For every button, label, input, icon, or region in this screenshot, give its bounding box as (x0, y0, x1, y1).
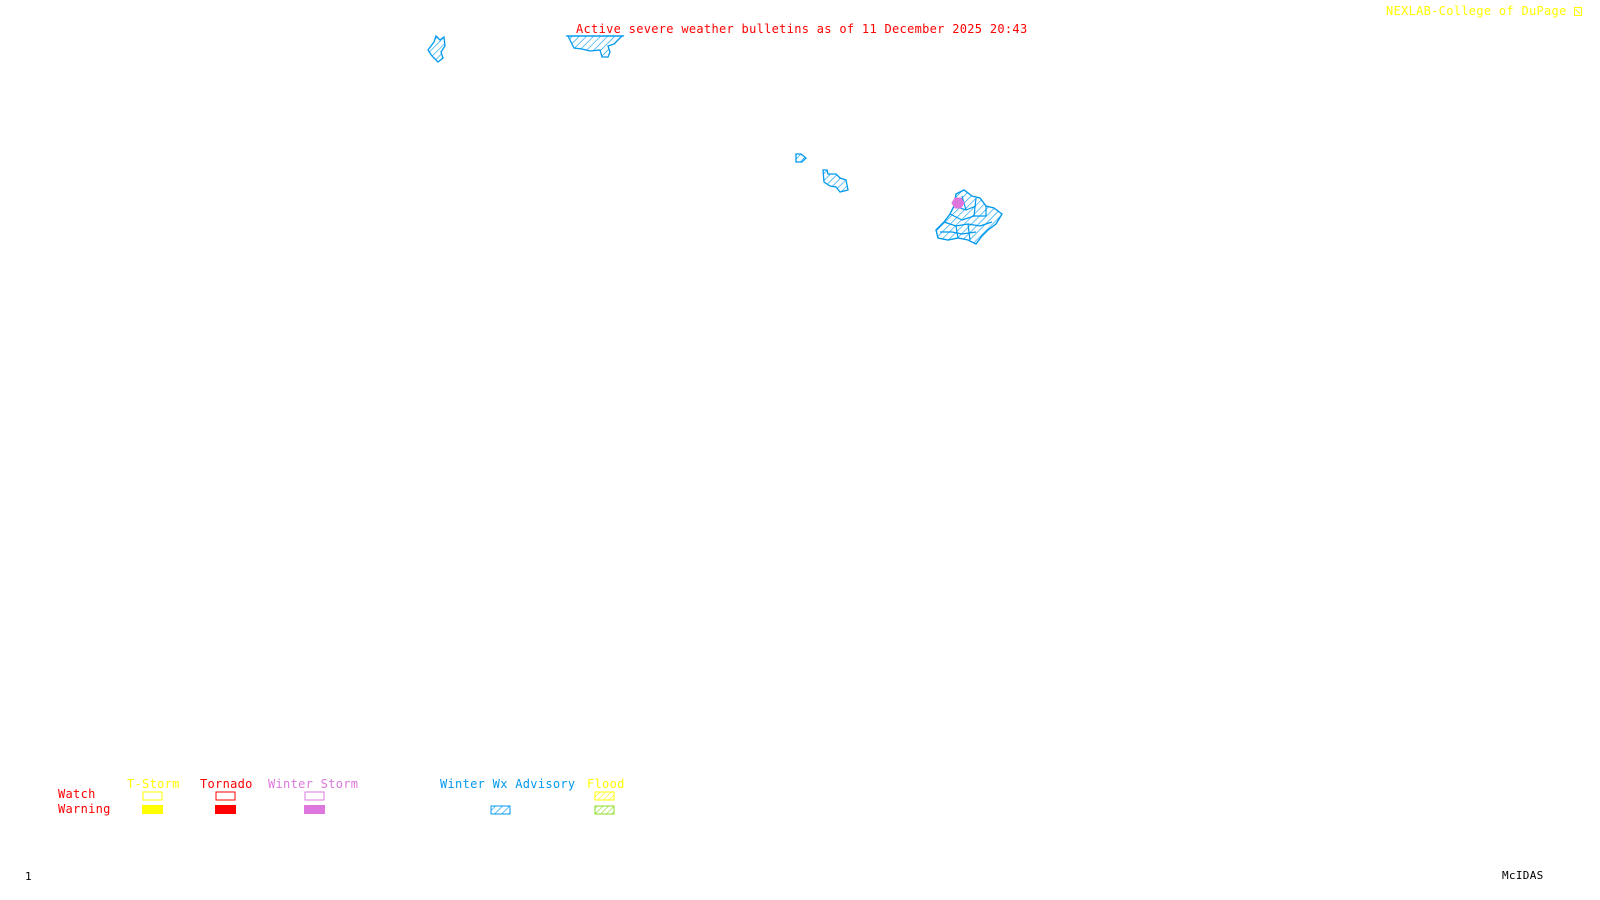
software-label: McIDAS (1502, 869, 1544, 882)
winter-storm-watch-swatch (304, 791, 325, 801)
tornado-watch-swatch (215, 791, 236, 801)
winter-storm-warning-swatch (304, 805, 325, 814)
flood-warning-swatch (594, 805, 615, 815)
legend-col-winter-wx-advisory: Winter Wx Advisory (440, 777, 576, 791)
frame-number: 1 (25, 870, 32, 883)
advisory-area-northwest[interactable] (427, 34, 446, 63)
advisory-area-east-cluster[interactable] (935, 189, 1003, 245)
legend-row-watch: Watch (58, 787, 96, 801)
tornado-warning-swatch (215, 805, 236, 814)
tstorm-warning-swatch (142, 805, 163, 814)
legend-col-tstorm: T-Storm (127, 777, 180, 791)
legend-col-winter-storm: Winter Storm (268, 777, 359, 791)
nexlab-logo-icon (1574, 7, 1583, 16)
page-title: Active severe weather bulletins as of 11… (576, 22, 1028, 36)
legend-row-warning: Warning (58, 802, 111, 816)
credit-text: NEXLAB-College of DuPage (1386, 4, 1583, 18)
legend-col-tornado: Tornado (200, 777, 253, 791)
credit-label: NEXLAB-College of DuPage (1386, 4, 1567, 18)
winter-wx-advisory-swatch (490, 805, 511, 815)
winter-storm-warning-area[interactable] (951, 197, 965, 209)
flood-watch-swatch (594, 791, 615, 801)
legend-swatches (142, 791, 615, 815)
advisory-area-central-small[interactable] (795, 153, 807, 163)
tstorm-watch-swatch (142, 791, 163, 801)
advisory-area-north-border[interactable] (566, 35, 624, 58)
legend-col-flood: Flood (587, 777, 625, 791)
advisory-area-central[interactable] (822, 169, 849, 193)
